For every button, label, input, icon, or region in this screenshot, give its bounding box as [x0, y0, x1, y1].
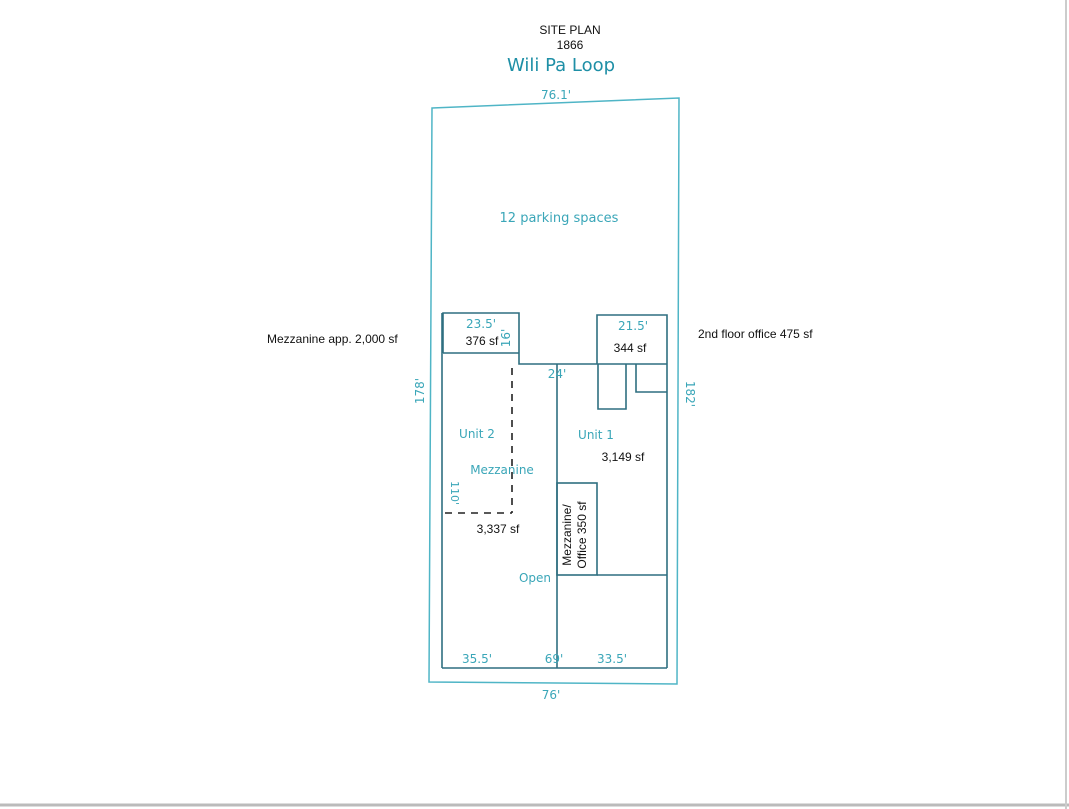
unit2-mezzanine: Mezzanine — [470, 463, 534, 477]
unit2-label: Unit 2 — [459, 427, 495, 441]
unit1-width: 33.5' — [597, 652, 627, 666]
unit2-open: Open — [519, 571, 551, 585]
right-box-width: 21.5' — [618, 319, 648, 333]
street-name: Wili Pa Loop — [507, 55, 615, 76]
left-box-area: 376 sf — [466, 334, 499, 348]
unit1-area: 3,149 sf — [602, 450, 645, 464]
mezzanine-note: Mezzanine app. 2,000 sf — [267, 332, 398, 346]
plan-title: SITE PLAN — [539, 23, 600, 37]
lot-top-width: 76.1' — [541, 88, 571, 102]
unit2-mezz-depth: 110' — [448, 481, 461, 505]
building-mid-top: 24' — [548, 367, 567, 381]
lot-bottom-width: 76' — [542, 688, 561, 702]
mezzanine-office-line2: Office 350 sf — [575, 501, 589, 569]
mezzanine-dashed-line — [445, 368, 513, 514]
unit2-width: 35.5' — [462, 652, 492, 666]
lot-boundary — [428, 97, 680, 685]
office-note: 2nd floor office 475 sf — [698, 327, 813, 341]
unit2-area: 3,337 sf — [477, 522, 520, 536]
unit1-label: Unit 1 — [578, 428, 614, 442]
lot-right-depth: 182' — [683, 381, 697, 407]
left-box-width: 23.5' — [466, 317, 496, 331]
left-box-depth: 16' — [499, 329, 513, 348]
building-outline — [441, 312, 668, 669]
mezzanine-office-line1: Mezzanine/ — [560, 504, 574, 566]
right-box-area: 344 sf — [614, 341, 647, 355]
lot-left-depth: 178' — [413, 378, 427, 404]
building-mid-bottom: 69' — [545, 652, 564, 666]
parking-label: 12 parking spaces — [500, 211, 619, 226]
plan-number: 1866 — [557, 38, 584, 52]
